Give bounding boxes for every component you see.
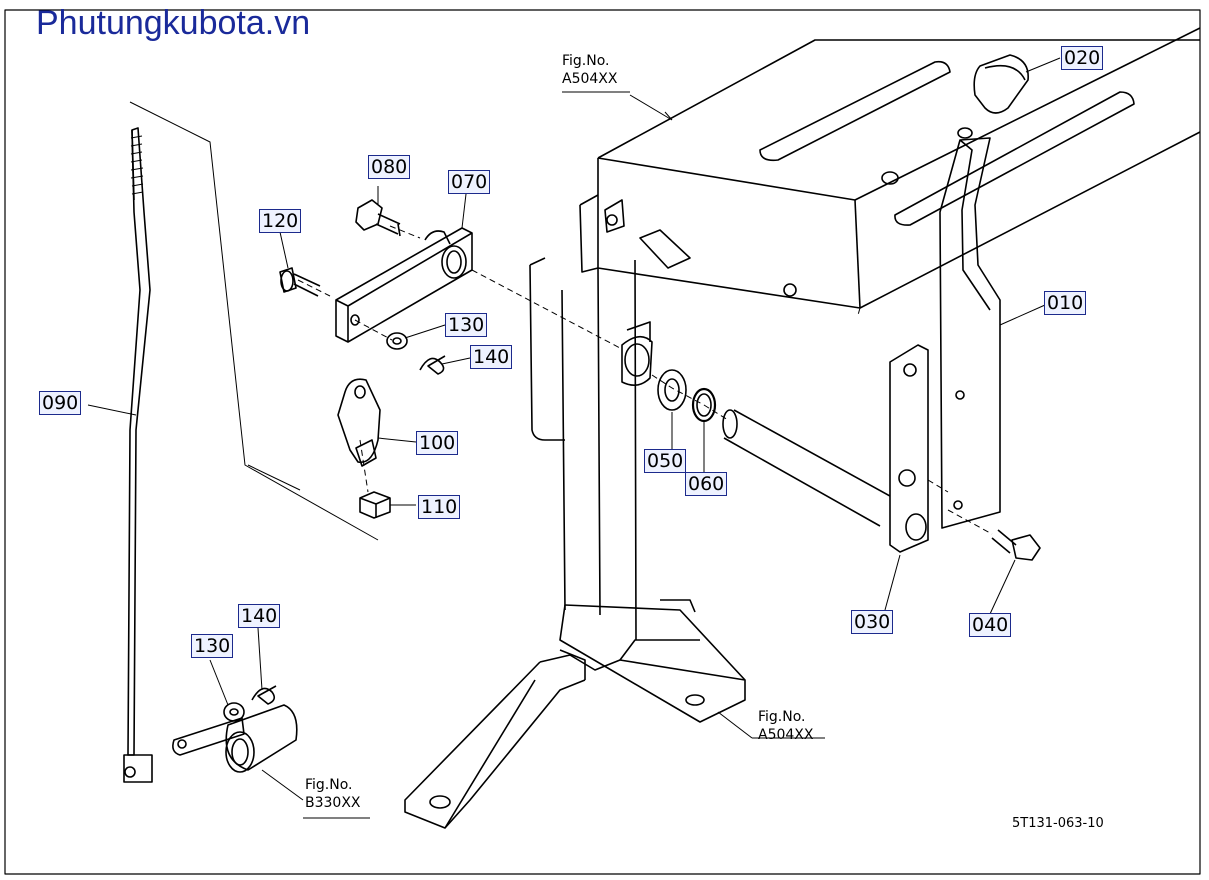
part-label-010[interactable]: 010 — [1044, 291, 1087, 315]
part-label-070[interactable]: 070 — [448, 170, 491, 194]
fig-ref-bottom-right[interactable]: Fig.No. A504XX — [758, 708, 813, 744]
part-label-100[interactable]: 100 — [416, 431, 459, 455]
fig-ref-bottom-left-line2: B330XX — [305, 795, 361, 811]
part-label-140-upper[interactable]: 140 — [470, 345, 513, 369]
part-label-120[interactable]: 120 — [259, 209, 302, 233]
part-label-060[interactable]: 060 — [685, 472, 728, 496]
part-label-020[interactable]: 020 — [1061, 46, 1104, 70]
part-label-110[interactable]: 110 — [418, 495, 461, 519]
part-label-040[interactable]: 040 — [969, 613, 1012, 637]
part-label-140-lower[interactable]: 140 — [238, 604, 281, 628]
fig-ref-top-line1: Fig.No. — [562, 53, 610, 69]
drawing-code: 5T131-063-10 — [1012, 816, 1104, 831]
watermark-brand: Phutungkubota.vn — [36, 4, 311, 42]
part-label-080[interactable]: 080 — [368, 155, 411, 179]
fig-ref-top[interactable]: Fig.No. A504XX — [562, 52, 617, 88]
fig-ref-bottom-right-line1: Fig.No. — [758, 709, 806, 725]
part-label-130-upper[interactable]: 130 — [445, 313, 488, 337]
fig-ref-bottom-right-line2: A504XX — [758, 727, 814, 743]
fig-ref-top-line2: A504XX — [562, 71, 618, 87]
fig-ref-bottom-left-line1: Fig.No. — [305, 777, 353, 793]
part-label-050[interactable]: 050 — [644, 449, 687, 473]
part-label-030[interactable]: 030 — [851, 610, 894, 634]
part-label-130-lower[interactable]: 130 — [191, 634, 234, 658]
fig-ref-bottom-left[interactable]: Fig.No. B330XX — [305, 776, 361, 812]
part-label-090[interactable]: 090 — [39, 391, 82, 415]
